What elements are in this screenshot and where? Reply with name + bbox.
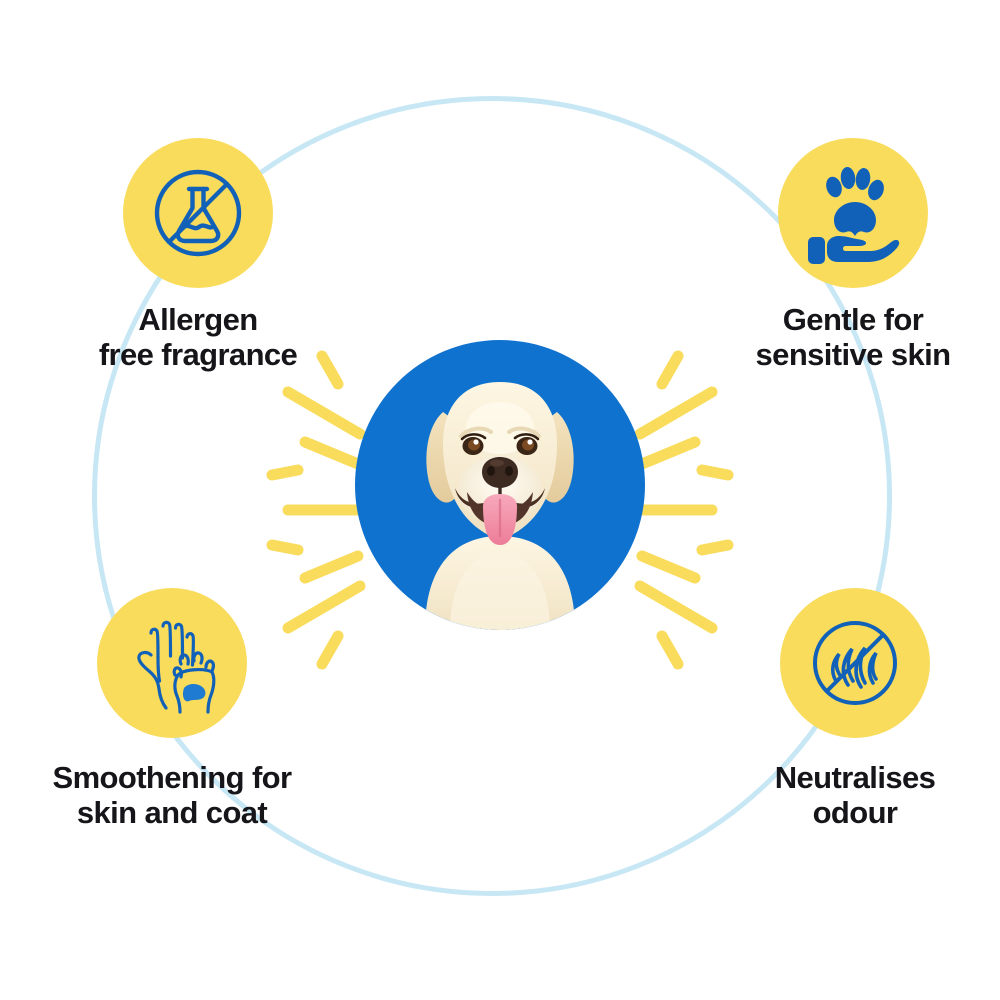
connector-ring (92, 96, 892, 896)
badge-circle-odour (780, 588, 930, 738)
feature-smoothening-skin-coat[interactable]: Smoothening for skin and coat (22, 588, 322, 830)
feature-neutralises-odour[interactable]: Neutralises odour (705, 588, 1000, 830)
no-chemicals-flask-icon (154, 169, 242, 257)
burst-rays-icon (266, 350, 734, 670)
labrador-dog-image (425, 382, 575, 630)
feature-label-smoothening: Smoothening for skin and coat (52, 760, 293, 831)
hand-and-paw-highfive-icon (137, 620, 216, 714)
feature-label-gentle: Gentle for sensitive skin (755, 302, 952, 373)
no-odour-waves-icon (813, 621, 897, 705)
badge-circle-gentle (778, 138, 928, 288)
center-hero (260, 340, 740, 670)
feature-label-allergen: Allergen free fragrance (98, 302, 298, 373)
badge-circle-allergen (123, 138, 273, 288)
hero-circle (355, 340, 645, 630)
feature-allergen-free-fragrance[interactable]: Allergen free fragrance (48, 138, 348, 372)
feature-label-odour: Neutralises odour (774, 760, 936, 831)
badge-circle-smoothening (97, 588, 247, 738)
paw-in-hand-icon (808, 167, 900, 264)
feature-gentle-sensitive-skin[interactable]: Gentle for sensitive skin (703, 138, 1000, 372)
